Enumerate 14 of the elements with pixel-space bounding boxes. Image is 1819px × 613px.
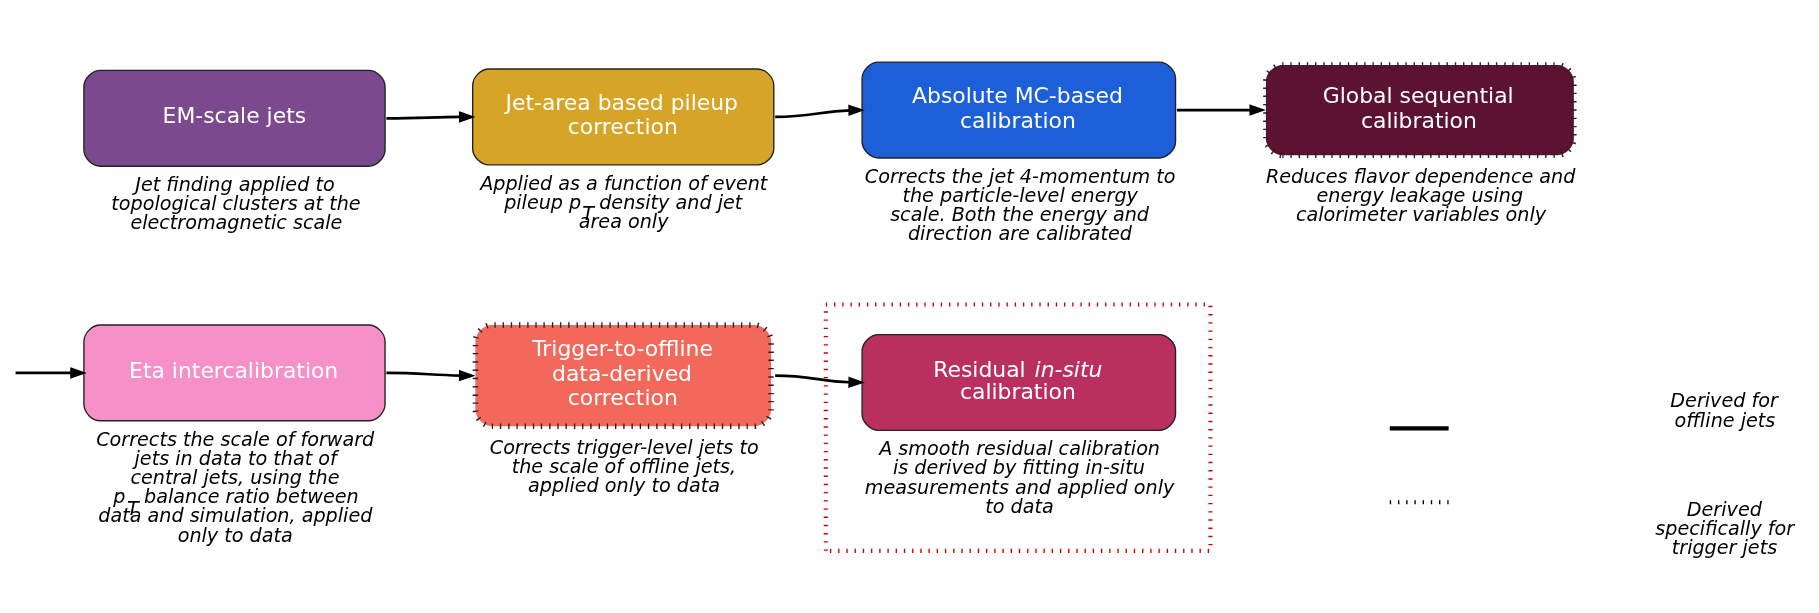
node-label: Corrects the jet 4-momentum to the particle-level energy scale. Both the energy and direction are calibrated: [864, 164, 1176, 246]
arrow: [386, 111, 476, 123]
arrow: [15, 367, 87, 379]
node-label: A smooth residual calibration is derived by fitting in-situ measurements and applied only to data: [864, 437, 1175, 518]
arrow: [775, 104, 865, 119]
node-label: Reduces flavor dependence and energy leakage using calorimeter variables only: [1265, 164, 1576, 227]
legend-label: Derived specifically for trigger jets: [1655, 497, 1795, 559]
arrow: [386, 369, 476, 382]
arrow: [1176, 104, 1266, 116]
cluster: [823, 302, 1213, 553]
node-label: Jet finding applied to topological clusters at the electromagnetic scale: [111, 173, 361, 235]
arrow: [775, 374, 865, 388]
node-label: Corrects trigger-level jets to the scale of offline jets, applied only to data: [489, 435, 759, 498]
legend-label: Derived for offline jets: [1670, 389, 1778, 432]
